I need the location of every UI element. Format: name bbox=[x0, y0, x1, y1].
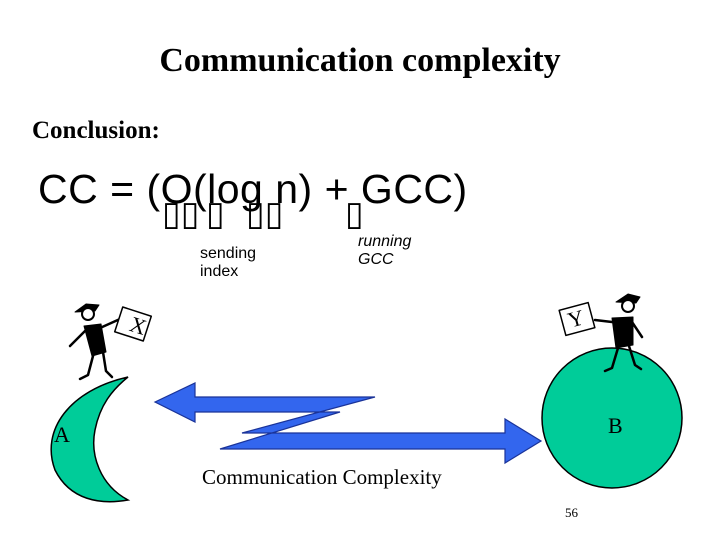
brace-glyph-icon: ▯▯ bbox=[162, 194, 200, 234]
running-gcc-note: running GCC bbox=[358, 233, 412, 268]
brace-glyph-icon: ▯ bbox=[345, 194, 364, 234]
brace-glyph-icon: ▯ bbox=[206, 194, 225, 234]
page-number: 56 bbox=[565, 505, 578, 520]
conclusion-heading: Conclusion: bbox=[32, 117, 160, 144]
person-b-icon bbox=[558, 293, 644, 373]
person-a-icon bbox=[68, 303, 153, 381]
diagram-caption: Communication Complexity bbox=[202, 465, 442, 489]
slide-title: Communication complexity bbox=[159, 42, 561, 79]
party-b-label: B bbox=[608, 413, 623, 438]
cc-formula: CC = (O(log n) + GCC) bbox=[38, 166, 468, 212]
sending-index-note: sending index bbox=[200, 245, 257, 280]
brace-glyph-icon: ▯▯ bbox=[246, 194, 284, 234]
round-planet-icon bbox=[541, 347, 683, 489]
zigzag-arrow-icon bbox=[153, 382, 543, 465]
crescent-planet-icon bbox=[50, 376, 131, 503]
party-a-label: A bbox=[54, 422, 70, 447]
